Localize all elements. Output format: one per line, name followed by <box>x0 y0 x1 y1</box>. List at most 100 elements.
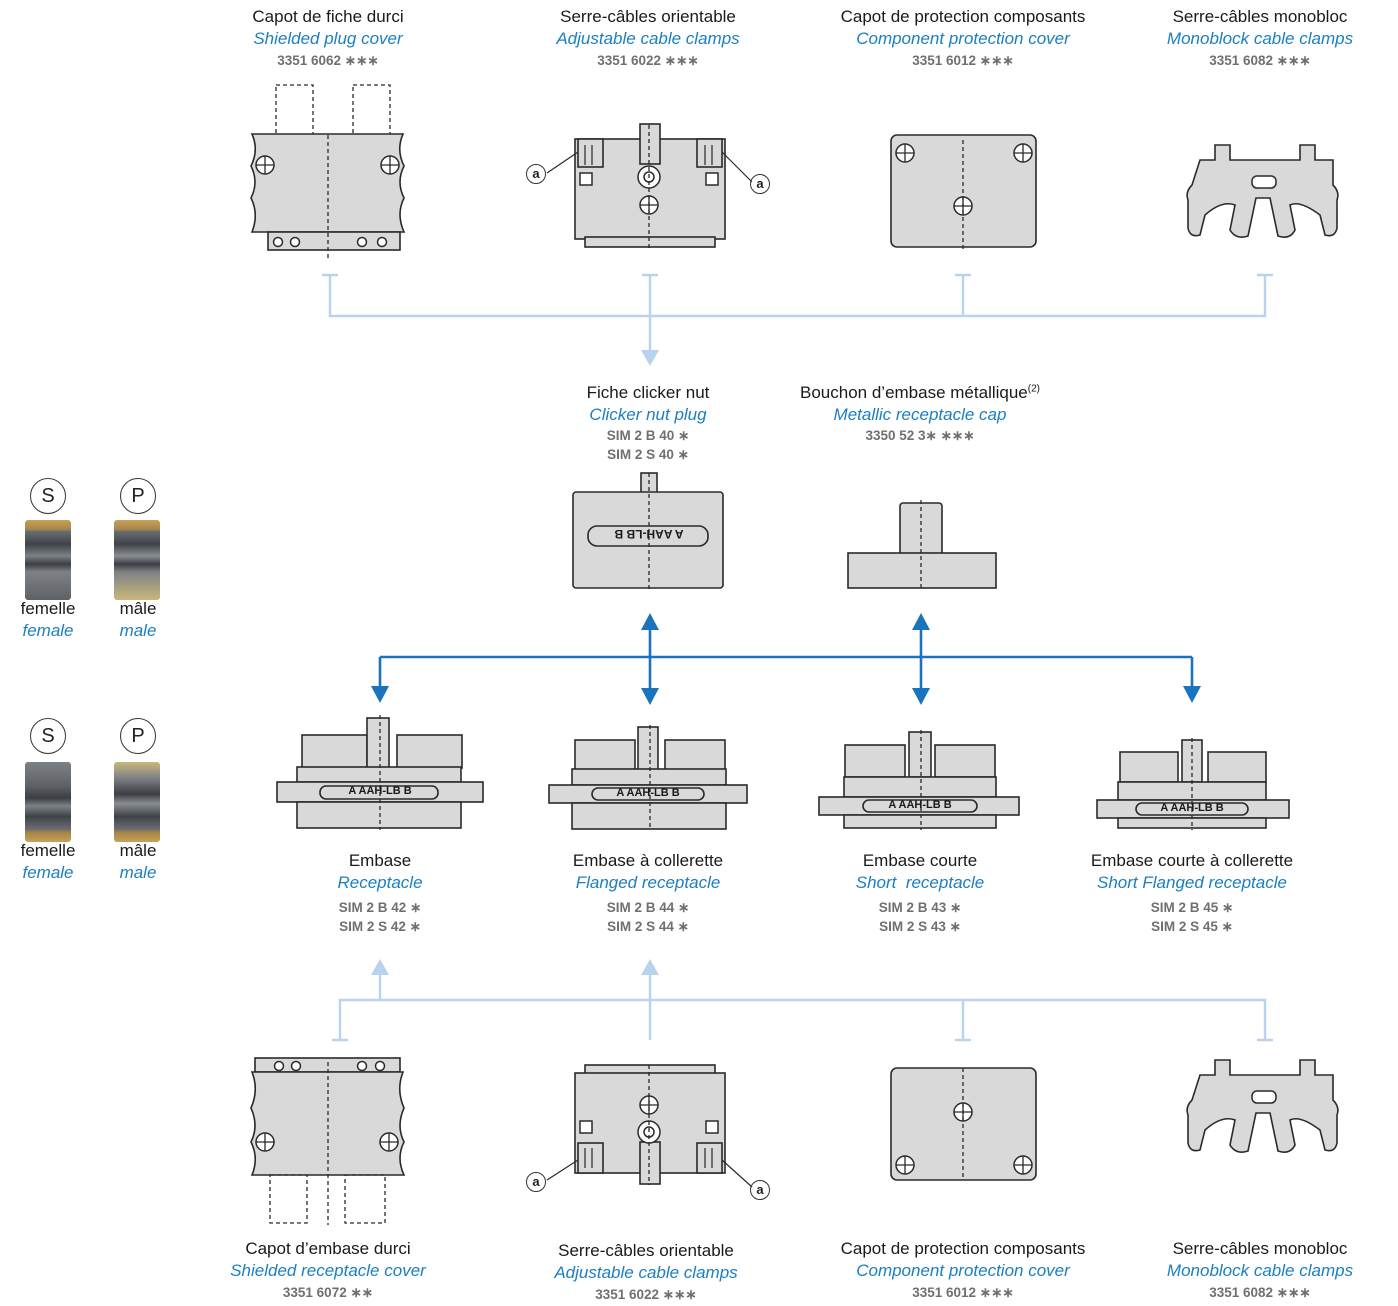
short-flanged-receptacle-drawing <box>1096 738 1290 830</box>
label-ref-2: SIM 2 S 43 ∗ <box>879 919 961 934</box>
receptacle-drawing <box>276 715 484 830</box>
component-protection-cover-top-drawing <box>890 134 1037 250</box>
bottom-label-shielded-receptacle-cover: Capot d’embase durci Shielded receptacle… <box>230 1238 426 1303</box>
label-en: Shielded plug cover <box>253 29 403 48</box>
label-ref-1: SIM 2 B 43 ∗ <box>878 900 962 915</box>
label-en: Short Flanged receptacle <box>1097 873 1287 892</box>
legend-female-en: female <box>22 621 74 640</box>
short-receptacle-drawing <box>818 730 1020 830</box>
legend-p-circle-2: P <box>120 718 156 754</box>
legend-male-1: mâle male <box>120 598 157 642</box>
component-protection-cover-bottom-drawing <box>890 1067 1037 1181</box>
label-fr: Embase à collerette <box>572 851 724 870</box>
top-label-shielded-plug-cover: Capot de fiche durci Shielded plug cover… <box>252 6 403 71</box>
callout-a-top-left: a <box>526 164 546 184</box>
label-en: Metallic receptacle cap <box>833 405 1007 424</box>
label-en: Monoblock cable clamps <box>1166 1261 1354 1280</box>
label-ref: 3351 6012 ∗∗∗ <box>912 1285 1014 1300</box>
label-ref: 3351 6082 ∗∗∗ <box>1209 1285 1311 1300</box>
shielded-plug-cover-drawing <box>250 84 406 258</box>
label-ref: 3351 6062 ∗∗∗ <box>277 53 379 68</box>
label-fr: Serre-câbles monobloc <box>1172 1239 1348 1258</box>
label-fr: Bouchon d’embase métallique <box>800 383 1028 402</box>
monoblock-cable-clamps-bottom-drawing <box>1186 1059 1339 1153</box>
shielded-receptacle-cover-drawing <box>250 1057 406 1225</box>
label-fr: Serre-câbles orientable <box>558 1241 734 1260</box>
label-fr: Serre-câbles orientable <box>560 7 736 26</box>
short-receptacle-insert-marking: A AAH-LB B <box>888 799 952 811</box>
label-en: Flanged receptacle <box>575 873 721 892</box>
bottom-connector-lines <box>332 959 1273 1042</box>
male-contact-image-1 <box>114 520 160 600</box>
legend-male-en: male <box>119 863 157 882</box>
label-ref: 3351 6022 ∗∗∗ <box>597 53 699 68</box>
label-fr: Capot de protection composants <box>840 7 1086 26</box>
label-ref: 3351 6012 ∗∗∗ <box>912 53 1014 68</box>
label-fr: Embase courte <box>862 851 978 870</box>
bottom-label-component-cover: Capot de protection composants Component… <box>841 1238 1086 1303</box>
label-fr: Embase courte à collerette <box>1090 851 1294 870</box>
legend-p-circle-1: P <box>120 478 156 514</box>
legend-female-1: femelle female <box>21 598 76 642</box>
bottom-label-adjustable-clamps: Serre-câbles orientable Adjustable cable… <box>554 1240 737 1305</box>
label-ref-1: SIM 2 B 40 ∗ <box>606 428 690 443</box>
label-ref-2: SIM 2 S 42 ∗ <box>339 919 421 934</box>
receptacle-insert-marking: A AAH-LB B <box>348 785 412 797</box>
label-en: Adjustable cable clamps <box>556 29 740 48</box>
label-en: Adjustable cable clamps <box>554 1263 738 1282</box>
legend-female-fr: femelle <box>20 841 76 860</box>
legend-female-2: femelle female <box>21 840 76 884</box>
top-label-component-cover: Capot de protection composants Component… <box>841 6 1086 71</box>
label-ref-1: SIM 2 B 42 ∗ <box>338 900 422 915</box>
label-fr: Capot de fiche durci <box>252 7 404 26</box>
label-fr: Capot d’embase durci <box>245 1239 411 1258</box>
label-en: Component protection cover <box>856 29 1070 48</box>
label-fr: Capot de protection composants <box>840 1239 1086 1258</box>
legend-male-fr: mâle <box>119 841 157 860</box>
label-short-receptacle: Embase courte Short receptacle SIM 2 B 4… <box>856 850 985 936</box>
monoblock-cable-clamps-top-drawing <box>1186 144 1339 238</box>
mating-arrows <box>371 613 1201 705</box>
plug-insert-marking: A AAH-LB B <box>614 527 684 541</box>
legend-male-en: male <box>119 621 157 640</box>
label-clicker-nut-plug: Fiche clicker nut Clicker nut plug SIM 2… <box>587 382 710 464</box>
legend-male-fr: mâle <box>119 599 157 618</box>
callout-leaders <box>546 151 753 1188</box>
metallic-receptacle-cap-drawing <box>847 500 997 590</box>
label-ref-2: SIM 2 S 40 ∗ <box>607 447 689 462</box>
label-ref-1: SIM 2 B 44 ∗ <box>606 900 690 915</box>
callout-a-bottom-right: a <box>750 1180 770 1200</box>
top-connector-lines <box>322 273 1273 366</box>
label-en: Monoblock cable clamps <box>1166 29 1354 48</box>
bottom-label-monoblock-clamps: Serre-câbles monobloc Monoblock cable cl… <box>1167 1238 1353 1303</box>
label-ref-1: SIM 2 B 45 ∗ <box>1150 900 1234 915</box>
top-label-monoblock-clamps: Serre-câbles monobloc Monoblock cable cl… <box>1167 6 1353 71</box>
label-ref: 3351 6082 ∗∗∗ <box>1209 53 1311 68</box>
top-label-adjustable-clamps: Serre-câbles orientable Adjustable cable… <box>556 6 739 71</box>
label-en: Component protection cover <box>856 1261 1070 1280</box>
legend-s-circle-2: S <box>30 718 66 754</box>
label-en: Shielded receptacle cover <box>230 1261 426 1280</box>
label-short-flanged-receptacle: Embase courte à collerette Short Flanged… <box>1091 850 1293 936</box>
female-contact-image-2 <box>25 762 71 842</box>
legend-male-2: mâle male <box>120 840 157 884</box>
flanged-receptacle-insert-marking: A AAH-LB B <box>616 787 680 799</box>
label-metallic-receptacle-cap: Bouchon d’embase métallique(2) Metallic … <box>800 382 1040 445</box>
adjustable-cable-clamps-top-drawing <box>574 123 726 250</box>
short-flanged-receptacle-insert-marking: A AAH-LB B <box>1160 802 1224 814</box>
legend-female-fr: femelle <box>20 599 76 618</box>
adjustable-cable-clamps-bottom-drawing <box>574 1064 726 1185</box>
footnote-marker: (2) <box>1027 383 1040 395</box>
label-receptacle: Embase Receptacle SIM 2 B 42 ∗ SIM 2 S 4… <box>337 850 422 936</box>
label-en: Short receptacle <box>855 873 985 892</box>
label-en: Receptacle <box>337 873 423 892</box>
male-contact-image-2 <box>114 762 160 842</box>
clicker-nut-plug-drawing <box>572 472 724 592</box>
label-en: Clicker nut plug <box>589 405 707 424</box>
label-ref-2: SIM 2 S 44 ∗ <box>607 919 689 934</box>
label-ref-1: 3350 52 3∗ ∗∗∗ <box>865 428 975 443</box>
callout-a-top-right: a <box>750 174 770 194</box>
legend-s-circle-1: S <box>30 478 66 514</box>
label-fr: Embase <box>348 851 412 870</box>
